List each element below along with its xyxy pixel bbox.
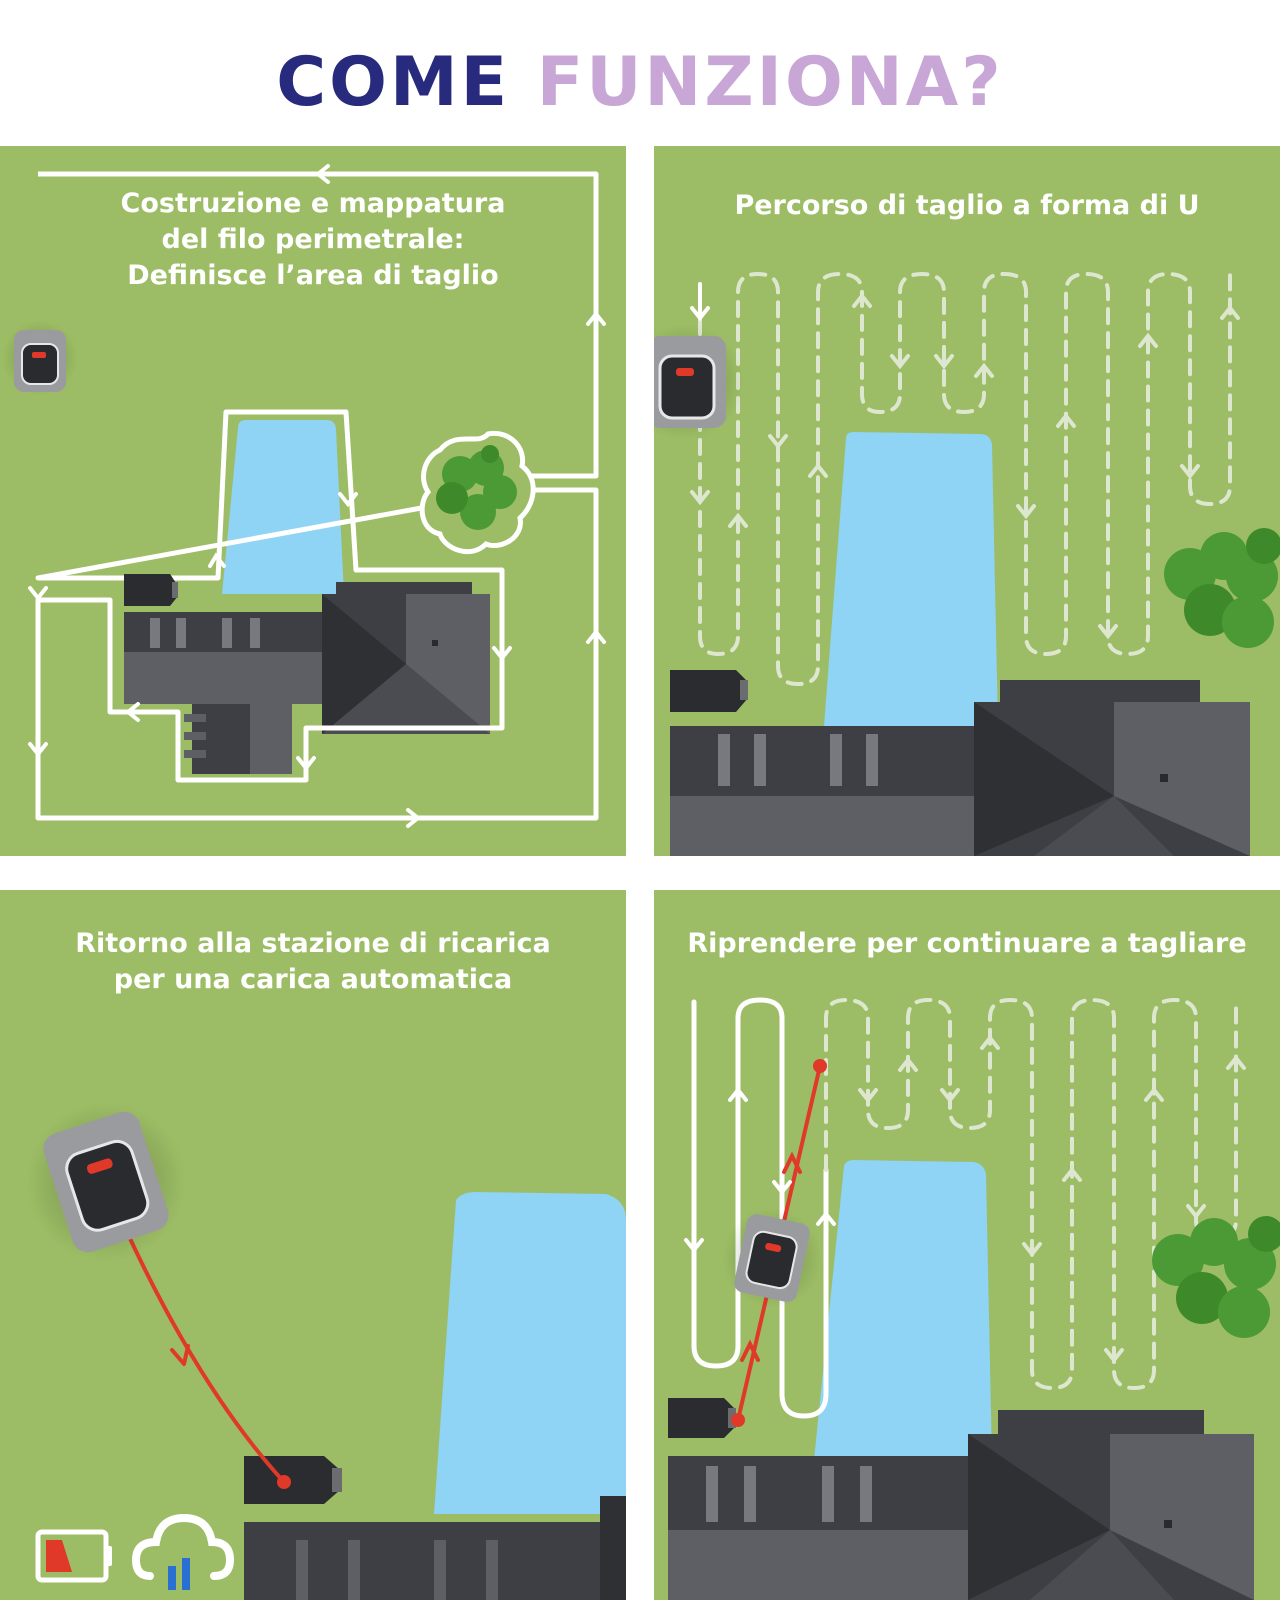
robot-mower-icon xyxy=(654,324,744,440)
tree-icon xyxy=(1164,528,1280,648)
robot-mower-icon xyxy=(26,1102,186,1262)
panel-resume-mowing: Riprendere per continuare a tagliare xyxy=(654,890,1280,1600)
low-battery-icon xyxy=(35,1529,112,1583)
panel-u-shape-path: Percorso di taglio a forma di U xyxy=(654,146,1280,856)
tree-icon xyxy=(1152,1216,1280,1338)
title-word-funziona: FUNZIONA? xyxy=(536,43,1004,122)
cloud-signal-icon xyxy=(131,1513,235,1590)
perimeter-map-illustration xyxy=(2,164,606,828)
title-word-come: COME xyxy=(276,43,511,122)
charging-station-icon xyxy=(668,1398,736,1438)
resume-path-illustration xyxy=(668,997,1280,1600)
panel-caption: Percorso di taglio a forma di U xyxy=(734,190,1200,221)
charging-station-icon xyxy=(124,574,178,606)
return-path-illustration xyxy=(26,1102,626,1600)
panel-caption: Ritorno alla stazione di ricarica per un… xyxy=(75,928,551,995)
charging-station-icon xyxy=(670,670,748,712)
robot-mower-icon xyxy=(722,1208,822,1308)
robot-mower-icon xyxy=(2,320,78,396)
page-title: COME FUNZIONA? xyxy=(0,38,1280,128)
u-path-illustration xyxy=(654,271,1280,856)
panel-perimeter-mapping: Costruzione e mappatura del filo perimet… xyxy=(0,146,626,856)
tree-icon xyxy=(419,430,536,555)
panel-caption: Costruzione e mappatura del filo perimet… xyxy=(120,188,506,291)
charging-station-icon xyxy=(244,1456,342,1504)
panel-return-to-station: Ritorno alla stazione di ricarica per un… xyxy=(0,890,626,1600)
panel-caption: Riprendere per continuare a tagliare xyxy=(687,928,1247,959)
